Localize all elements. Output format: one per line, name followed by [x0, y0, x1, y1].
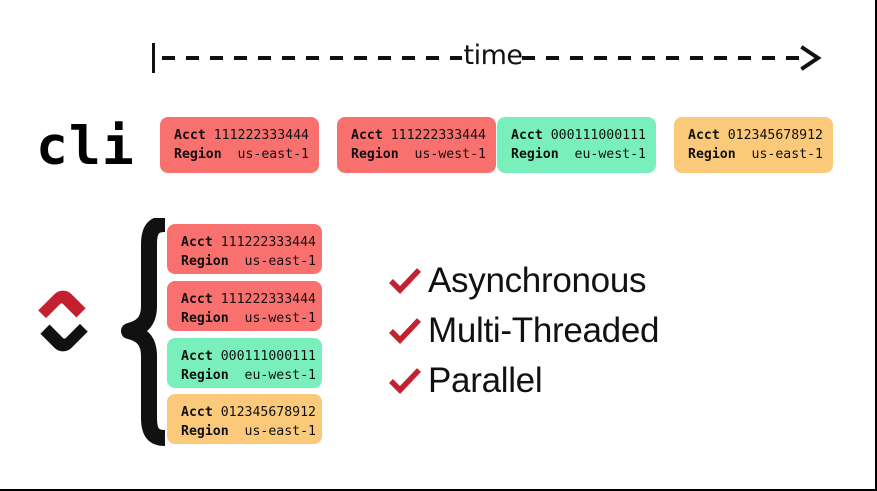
sdk-request-card: Acct 111222333444 Region us-west-1: [167, 281, 322, 331]
acct-value: 111222333444: [220, 292, 316, 307]
region-value: us-east-1: [237, 147, 309, 162]
region-value: us-east-1: [244, 424, 316, 439]
region-value: eu-west-1: [244, 368, 316, 383]
sdk-request-card: Acct 012345678912 Region us-east-1: [167, 394, 322, 444]
acct-key: Acct: [181, 235, 213, 250]
sdk-request-card: Acct 000111000111 Region eu-west-1: [167, 338, 322, 388]
feature-label: Asynchronous: [428, 261, 647, 300]
acct-key: Acct: [511, 128, 543, 143]
acct-key: Acct: [174, 128, 206, 143]
acct-key: Acct: [181, 349, 213, 364]
interlocking-links-logo: [24, 282, 102, 360]
acct-value: 000111000111: [550, 128, 646, 143]
check-icon: [388, 267, 428, 295]
cli-request-card: Acct 012345678912 Region us-east-1: [674, 117, 833, 173]
acct-key: Acct: [351, 128, 383, 143]
cli-label: cli: [36, 116, 135, 177]
acct-value: 111222333444: [390, 128, 486, 143]
axis-start-tick-icon: [152, 43, 155, 73]
region-value: us-east-1: [244, 254, 316, 269]
acct-value: 012345678912: [727, 128, 823, 143]
cli-request-card: Acct 111222333444 Region us-west-1: [337, 117, 496, 173]
acct-value: 111222333444: [220, 235, 316, 250]
region-key: Region: [688, 147, 736, 162]
region-value: us-west-1: [414, 147, 486, 162]
axis-dashed-line-left: [162, 56, 462, 60]
curly-brace-icon: [113, 218, 169, 448]
feature-list: Asynchronous Multi-Threaded Parallel: [388, 256, 718, 406]
region-value: us-east-1: [751, 147, 823, 162]
region-key: Region: [181, 311, 229, 326]
feature-item-multi-threaded: Multi-Threaded: [388, 306, 718, 356]
arrow-right-icon: [798, 44, 824, 72]
feature-label: Parallel: [428, 361, 543, 400]
axis-label: time: [463, 40, 523, 71]
cli-request-card: Acct 000111000111 Region eu-west-1: [497, 117, 656, 173]
region-key: Region: [351, 147, 399, 162]
region-key: Region: [174, 147, 222, 162]
region-key: Region: [181, 254, 229, 269]
acct-value: 012345678912: [220, 405, 316, 420]
feature-label: Multi-Threaded: [428, 311, 660, 350]
region-value: eu-west-1: [574, 147, 646, 162]
region-key: Region: [181, 368, 229, 383]
check-icon: [388, 317, 428, 345]
time-axis: time: [152, 40, 828, 76]
feature-item-asynchronous: Asynchronous: [388, 256, 718, 306]
axis-dashed-line-right: [522, 56, 802, 60]
acct-key: Acct: [181, 405, 213, 420]
acct-value: 111222333444: [213, 128, 309, 143]
region-value: us-west-1: [244, 311, 316, 326]
acct-value: 000111000111: [220, 349, 316, 364]
region-key: Region: [511, 147, 559, 162]
check-icon: [388, 367, 428, 395]
cli-request-card: Acct 111222333444 Region us-east-1: [160, 117, 319, 173]
acct-key: Acct: [181, 292, 213, 307]
feature-item-parallel: Parallel: [388, 356, 718, 406]
acct-key: Acct: [688, 128, 720, 143]
sdk-request-card: Acct 111222333444 Region us-east-1: [167, 224, 322, 274]
region-key: Region: [181, 424, 229, 439]
